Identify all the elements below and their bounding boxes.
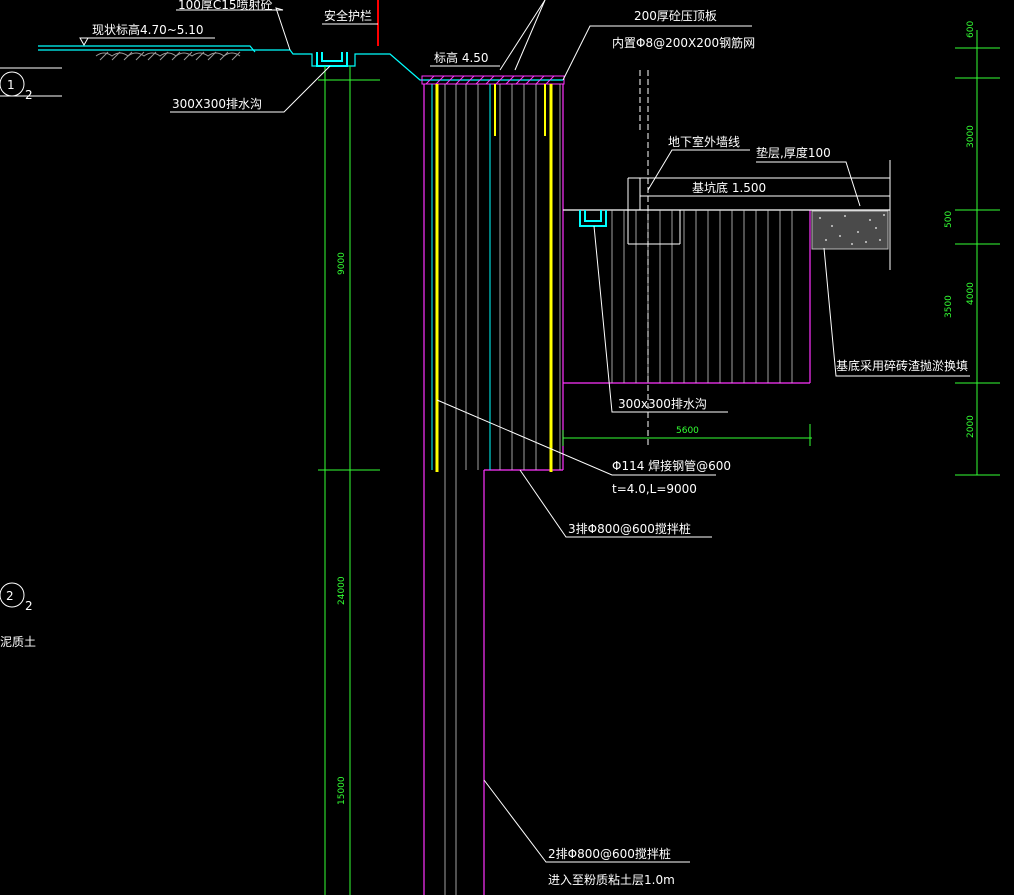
- dim-line-horizontal: [562, 424, 812, 446]
- pit-outline: [563, 210, 811, 384]
- dim-right-600: 600: [966, 21, 976, 38]
- label-steel-pipe-1: Φ114 焊接钢管@600: [612, 458, 731, 473]
- drain-channel-left: [316, 52, 348, 67]
- dim-right-500: 500: [944, 211, 954, 228]
- pit-fill-lines: [611, 210, 793, 383]
- label-steel-pipe-2: t=4.0,L=9000: [612, 482, 697, 496]
- label-shotcrete: 100厚C15喷射砼: [178, 0, 273, 12]
- label-mixing-pile-2a: 2排Φ800@600搅拌桩: [548, 846, 671, 861]
- soil-layer-marker-2: 2 2 泥质土: [0, 582, 36, 649]
- dim-left-24000: 24000: [337, 576, 347, 605]
- layer2-number: 2: [6, 589, 14, 603]
- label-mixing-pile-2b: 进入至粉质粘土层1.0m: [548, 872, 675, 887]
- soil-hatch: [95, 51, 241, 61]
- label-cushion: 垫层,厚度100: [756, 145, 831, 160]
- leader-lines: [86, 0, 970, 863]
- label-elevation-top: 标高 4.50: [434, 50, 489, 65]
- pile-fill-lines: [444, 84, 561, 895]
- top-slab: [421, 75, 565, 85]
- replacement-fill-block: [811, 210, 889, 250]
- layer1-number: 1: [7, 78, 15, 92]
- soil-layer-marker-1: 1 2: [0, 67, 62, 102]
- ground-surface: [38, 45, 563, 81]
- steel-pipes: [435, 84, 553, 472]
- layer1-sub: 2: [25, 88, 33, 102]
- dim-right-3500: 3500: [944, 295, 954, 318]
- basement-wall: [627, 70, 891, 445]
- layer2-sub: 2: [25, 599, 33, 613]
- label-pit-bottom: 基坑底 1.500: [692, 180, 766, 195]
- dim-line-right: [955, 30, 1000, 476]
- dim-right-3000: 3000: [966, 125, 976, 148]
- label-railing: 安全护栏: [324, 8, 372, 23]
- mixing-pile-wall: [423, 84, 564, 895]
- label-drain-right: 300x300排水沟: [618, 397, 707, 411]
- dim-right-4000: 4000: [966, 282, 976, 305]
- dim-left-9000: 9000: [337, 252, 347, 275]
- layer2-name: 泥质土: [0, 635, 36, 649]
- drain-channel-right: [579, 210, 607, 227]
- cyan-lines: [431, 84, 491, 470]
- dim-right-2000: 2000: [966, 415, 976, 438]
- label-replacement: 基底采用碎砖渣抛淤换填: [836, 358, 968, 373]
- dim-line-left: [318, 66, 380, 895]
- label-mixing-pile-3: 3排Φ800@600搅拌桩: [568, 521, 691, 536]
- label-existing-grade: 现状标高4.70~5.10: [92, 22, 204, 37]
- label-mesh: 内置Φ8@200X200钢筋网: [612, 35, 755, 50]
- steel-pipe-tops: [494, 84, 546, 136]
- dim-left-15000: 15000: [337, 776, 347, 805]
- dim-horizontal-5600: 5600: [676, 426, 699, 436]
- replacement-speckle: [819, 214, 885, 245]
- label-outdoor-wall: 地下室外墙线: [668, 134, 740, 149]
- label-top-slab: 200厚砼压顶板: [634, 9, 717, 23]
- grade-marker-icon: [79, 37, 89, 47]
- label-drain-left: 300X300排水沟: [172, 97, 262, 111]
